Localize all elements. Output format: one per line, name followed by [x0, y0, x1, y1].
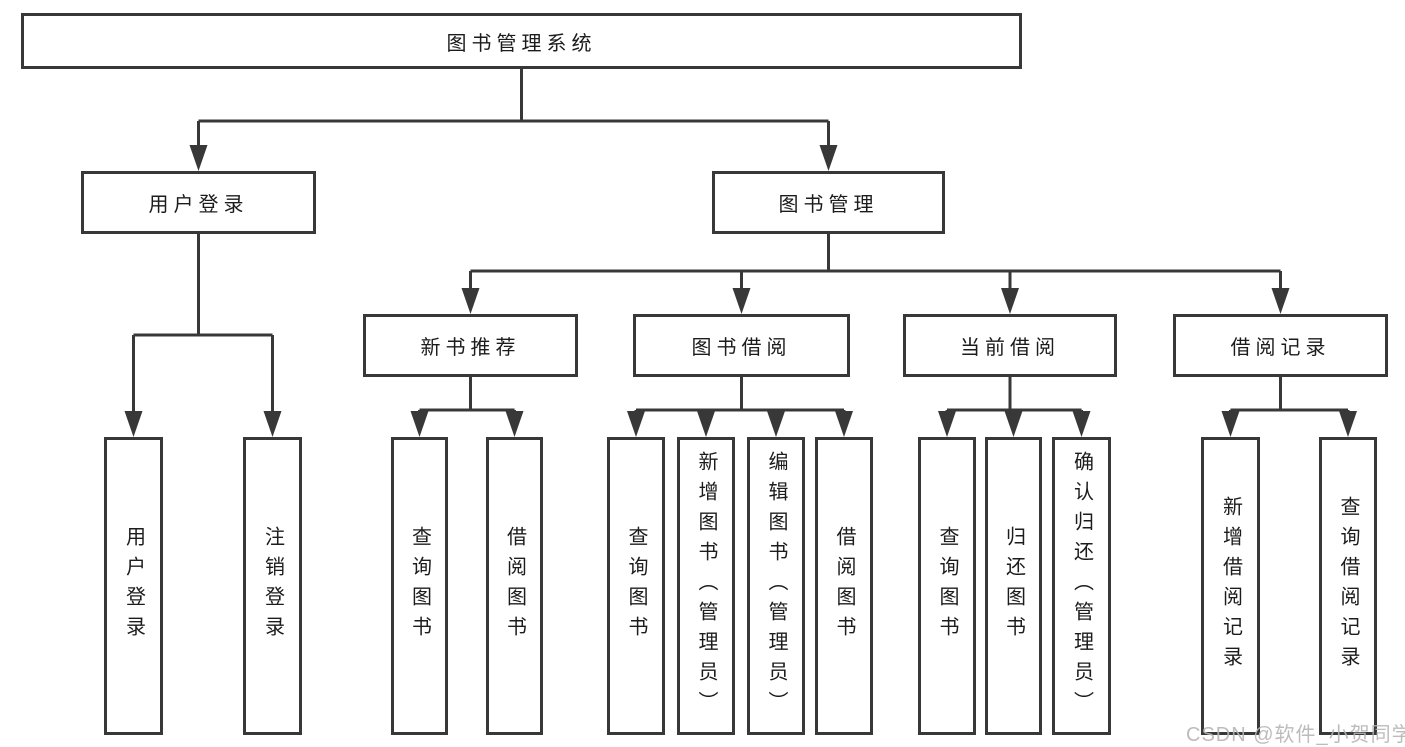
node-current-borrowing: 当前借阅 [903, 314, 1117, 377]
leaf-borrow-books-label: 借阅图书 [833, 526, 855, 646]
node-borrowing-records-label: 借阅记录 [1230, 337, 1331, 359]
arrowhead-down [1339, 411, 1357, 437]
leaf-current-query-books: 查询图书 [918, 437, 976, 735]
edge-mgmt-to-level3 [469, 234, 1282, 290]
arrowhead-down [767, 411, 785, 437]
leaf-current-query-books-label: 查询图书 [936, 526, 958, 646]
edge-records-to-leaves [1229, 377, 1350, 414]
node-book-management: 图书管理 [712, 171, 945, 234]
arrowhead-down [627, 411, 645, 437]
leaf-borrowing-query-books: 查询图书 [607, 437, 665, 735]
arrowhead-down [410, 411, 429, 437]
leaf-logout-label: 注销登录 [261, 526, 284, 646]
leaf-add-borrow-record: 新增借阅记录 [1201, 437, 1260, 735]
arrowhead-down [1072, 411, 1091, 437]
leaf-return-books: 归还图书 [985, 437, 1042, 735]
node-user-login-label: 用户登录 [148, 194, 249, 216]
node-new-book-recommendation: 新书推荐 [363, 314, 578, 377]
leaf-recommend-query-books: 查询图书 [391, 437, 448, 735]
arrowhead-down [732, 288, 751, 314]
edge-root-to-level2 [197, 69, 830, 147]
arrowhead-down [189, 145, 208, 171]
leaf-add-book-admin: 新增图书（管理员） [677, 437, 735, 735]
csdn-watermark: CSDN @软件_小贺同学 [1186, 724, 1405, 746]
node-root: 图书管理系统 [21, 13, 1022, 69]
arrowhead-down [835, 411, 853, 437]
leaf-add-book-admin-label: 新增图书（管理员） [695, 451, 717, 721]
arrowhead-down [505, 411, 524, 437]
leaf-recommend-query-books-label: 查询图书 [408, 526, 431, 646]
arrowhead-down [938, 411, 956, 437]
leaf-confirm-return-admin-label: 确认归还（管理员） [1070, 451, 1093, 721]
arrowhead-down [697, 411, 715, 437]
node-book-borrowing: 图书借阅 [633, 314, 850, 377]
leaf-query-borrow-record: 查询借阅记录 [1319, 437, 1377, 735]
leaf-confirm-return-admin: 确认归还（管理员） [1052, 437, 1111, 735]
arrowhead-down [461, 288, 480, 314]
edge-current-to-leaves [945, 377, 1083, 414]
edge-login-to-leaves [132, 234, 274, 413]
node-user-login: 用户登录 [81, 171, 316, 234]
leaf-user-login: 用户登录 [104, 437, 163, 735]
edge-borrowing-to-leaves [634, 377, 846, 414]
leaf-recommend-borrow-books-label: 借阅图书 [503, 526, 526, 646]
leaf-add-borrow-record-label: 新增借阅记录 [1219, 496, 1242, 676]
arrowhead-down [1001, 288, 1019, 314]
arrowhead-down [1271, 288, 1290, 314]
arrowhead-down [1004, 411, 1023, 437]
leaf-edit-book-admin: 编辑图书（管理员） [747, 437, 805, 735]
leaf-logout: 注销登录 [243, 437, 302, 735]
arrowhead-down [819, 145, 838, 171]
node-root-label: 图书管理系统 [446, 32, 597, 55]
arrowhead-down [1221, 411, 1240, 437]
leaf-recommend-borrow-books: 借阅图书 [486, 437, 543, 735]
node-book-borrowing-label: 图书借阅 [691, 337, 792, 359]
node-borrowing-records: 借阅记录 [1173, 314, 1388, 377]
leaf-borrow-books: 借阅图书 [815, 437, 873, 735]
node-new-book-recommendation-label: 新书推荐 [420, 337, 521, 359]
leaf-query-borrow-record-label: 查询借阅记录 [1337, 496, 1359, 676]
leaf-edit-book-admin-label: 编辑图书（管理员） [765, 451, 787, 721]
leaf-return-books-label: 归还图书 [1002, 526, 1025, 646]
edge-recommend-to-leaves [418, 377, 516, 414]
leaf-borrowing-query-books-label: 查询图书 [625, 526, 647, 646]
arrowhead-down [263, 411, 282, 437]
leaf-user-login-label: 用户登录 [122, 526, 145, 646]
node-book-management-label: 图书管理 [778, 194, 879, 216]
arrowhead-down [124, 411, 143, 437]
node-current-borrowing-label: 当前借阅 [960, 337, 1060, 359]
